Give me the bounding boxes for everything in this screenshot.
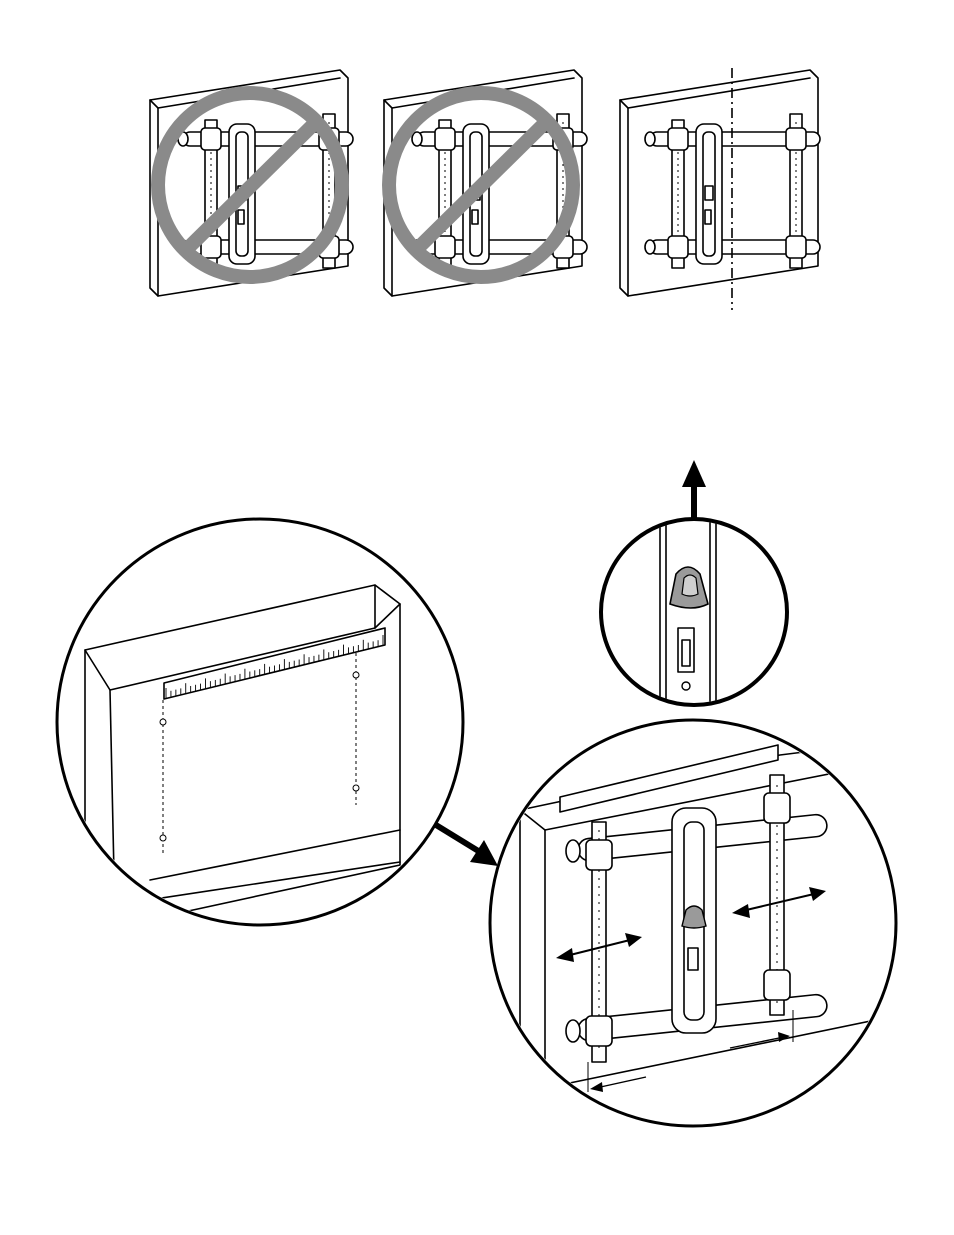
- up-arrow-icon: [682, 460, 706, 520]
- detail-wall-marking: [57, 519, 463, 925]
- detail-keyhole: [601, 460, 787, 710]
- detail-bracket-adjust: [490, 720, 900, 1130]
- panel-incorrect-left: [150, 70, 353, 296]
- connector-arrow: [436, 825, 498, 866]
- panel-incorrect-right: [384, 70, 587, 296]
- panel-correct-centered: [620, 68, 820, 310]
